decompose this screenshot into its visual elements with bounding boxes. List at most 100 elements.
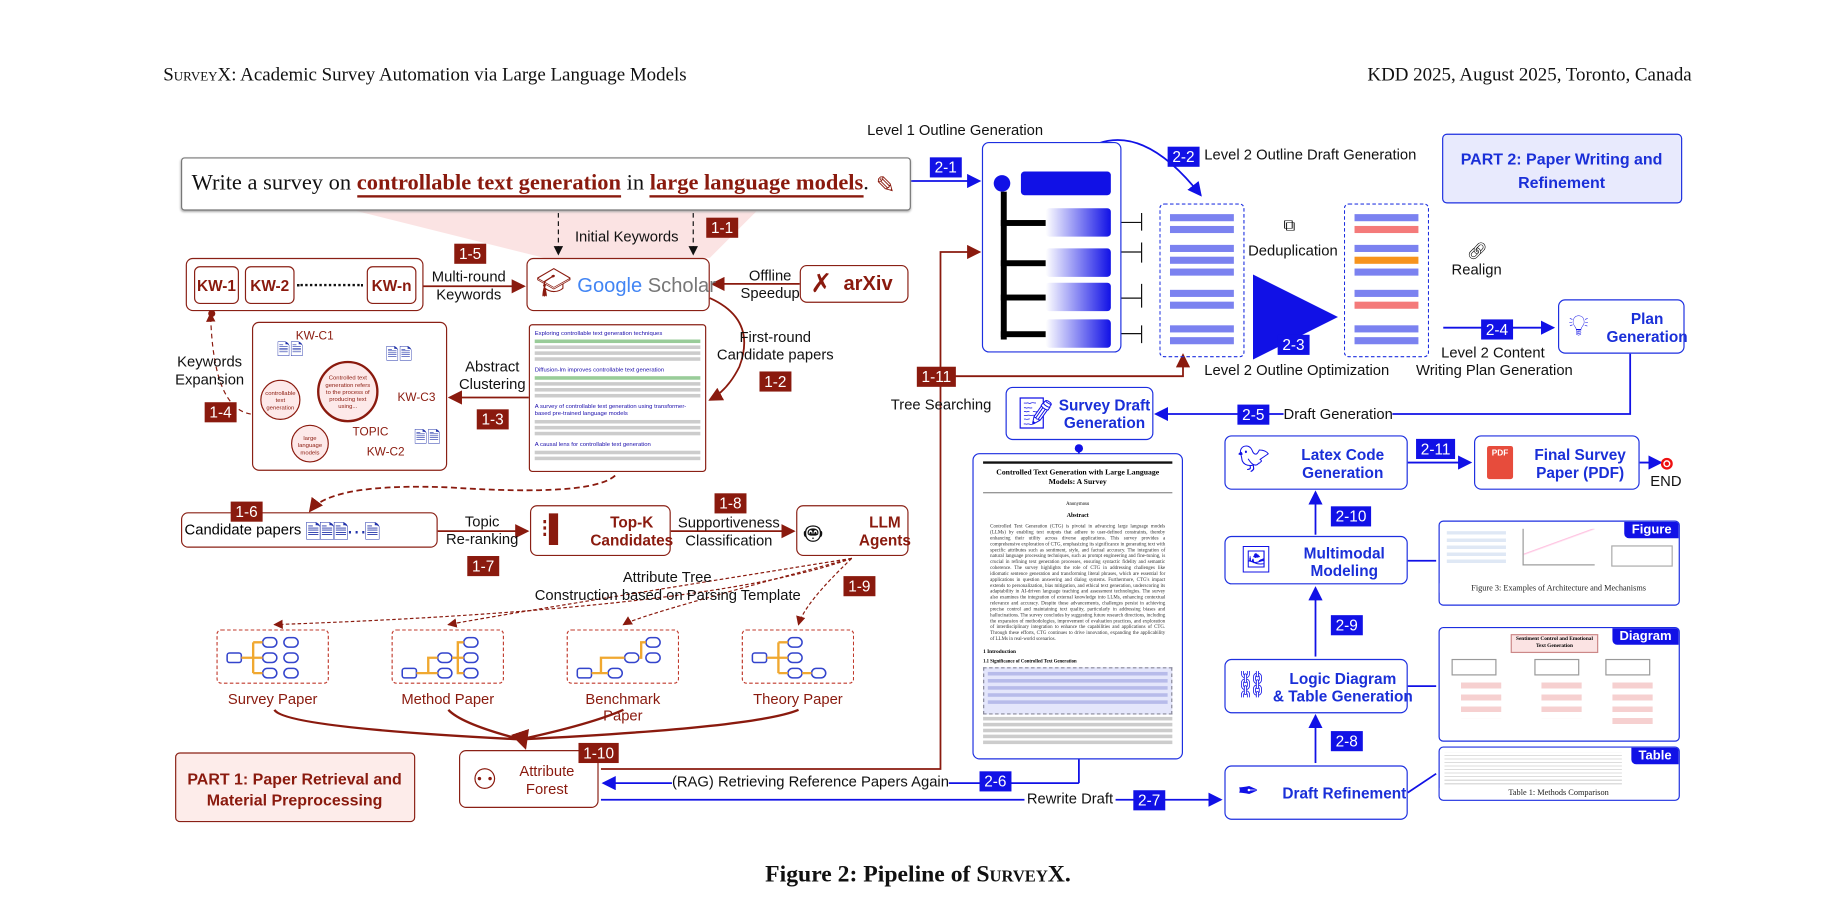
step-badge-2-11: 2-11 (1416, 438, 1456, 460)
label-line: Re-ranking (445, 531, 519, 548)
label-line: Candidates (590, 531, 674, 549)
step-badge-2-10: 2-10 (1330, 506, 1372, 527)
label-line: Paper (PDF) (1536, 463, 1625, 482)
step-badge-1-5: 1-5 (454, 243, 486, 264)
label-line: Keywords (177, 353, 243, 371)
diagram-example-panel: Diagram Sentiment Control and Emotional … (1438, 626, 1680, 742)
step-badge-1-6: 1-6 (230, 501, 263, 522)
doc-intro-heading: 1 Introduction (983, 648, 1016, 655)
survey-paper-template (216, 629, 329, 684)
label-line: Logic Diagram (1289, 669, 1397, 688)
section-node (1045, 282, 1111, 312)
prompt-highlight-topic: controllable text generation (356, 170, 622, 198)
end-label: END (1650, 473, 1682, 490)
running-title: SurveyX: Academic Survey Automation via … (163, 65, 686, 86)
step-badge-2-9: 2-9 (1330, 615, 1363, 636)
step-badge-1-11: 1-11 (916, 366, 956, 387)
topic-bubble: Controlled text generation refers to the… (317, 360, 379, 423)
draft-generation-label: Draft Generation (1283, 405, 1393, 424)
keyword-kw-n: KW-n (366, 266, 417, 305)
prompt-part: Write a survey on (191, 170, 357, 196)
step-badge-2-7: 2-7 (1133, 790, 1166, 811)
part1-title-box: PART 1: Paper Retrieval and Material Pre… (175, 752, 416, 823)
search-result-title[interactable]: A survey of controllable text generation… (534, 403, 687, 418)
prompt-part: in (621, 170, 650, 196)
lightbulb-icon: 💡︎ (1568, 309, 1589, 342)
section-node (1045, 248, 1111, 277)
search-result-title[interactable]: Diffusion-lm improves controllable text … (534, 366, 665, 374)
pdf-icon: PDF (1487, 445, 1514, 480)
label-line: Forest (525, 780, 568, 798)
prompt-funnel (354, 210, 758, 258)
step-badge-2-4: 2-4 (1481, 319, 1513, 340)
label-line: Plan (1630, 309, 1664, 328)
google-scholar-box: 🎓︎ Google Scholar (526, 257, 716, 312)
image-icon: 🖼︎ (1239, 544, 1273, 574)
deduplication-label: Deduplication (1248, 242, 1338, 260)
link-icon: 🔗︎ (1466, 241, 1488, 261)
flowchart-icon: ⛓︎ (1235, 669, 1269, 700)
venue: KDD 2025, August 2025, Toronto, Canada (1367, 65, 1692, 86)
table-tag: Table (1631, 747, 1679, 765)
method-paper-template (391, 629, 504, 684)
candidate-papers-box: Candidate papers 🗎🗎🗎⋯🗎 (180, 512, 438, 548)
caption-system-name: SurveyX (976, 861, 1065, 888)
prompt-input[interactable]: Write a survey on controllable text gene… (180, 157, 911, 211)
label-line: Speedup (740, 285, 800, 302)
label-line: Offline (748, 267, 792, 284)
method-paper-label: Method Paper (401, 690, 495, 708)
step-badge-1-2: 1-2 (759, 371, 792, 392)
label-line: Expansion (175, 371, 245, 389)
step-badge-1-1: 1-1 (706, 217, 738, 238)
robot-icon: 🤖︎ (804, 518, 822, 551)
arxiv-x-icon: ✗ (810, 268, 833, 299)
level2-optimization-label: Level 2 Outline Optimization (1204, 361, 1390, 379)
search-result-title[interactable]: Exploring controllable text generation t… (534, 330, 663, 338)
draft-refinement-label: Draft Refinement (1282, 784, 1407, 803)
label-line: First-round (739, 328, 812, 346)
label-line: Attribute Tree (622, 569, 712, 586)
label-line: Generation (1606, 327, 1688, 346)
step-badge-1-4: 1-4 (204, 402, 237, 423)
prompt-highlight-domain: large language models (649, 170, 864, 198)
label-line: Writing Plan Generation (1416, 361, 1573, 379)
label-line: Attribute (519, 763, 575, 780)
figure-caption-main: Figure 2: Pipeline of SurveyX. (0, 861, 1836, 888)
part2-title-box: PART 2: Paper Writing and Refinement (1442, 133, 1683, 204)
magic-pen-icon: ✒︎ (1237, 776, 1260, 806)
step-badge-1-10: 1-10 (578, 742, 619, 764)
caption-suffix: . (1064, 861, 1071, 888)
logic-diagram-label: Logic Diagram& Table Generation (1273, 670, 1413, 705)
paper-title: : Academic Survey Automation via Large L… (231, 65, 687, 86)
label-line: Candidate papers (716, 346, 834, 364)
deduplication-icon: ⧉ (1283, 215, 1296, 235)
step-badge-1-8: 1-8 (714, 493, 747, 514)
label-line: Latex Code (1301, 445, 1385, 464)
theory-paper-label: Theory Paper (753, 690, 843, 708)
doc-abstract-heading: Abstract (1066, 513, 1089, 520)
document-stack-icon: 🗎🗎 (414, 427, 441, 446)
figure-caption: Figure 3: Examples of Architecture and M… (1439, 583, 1678, 593)
label-line: Multimodal (1303, 544, 1385, 562)
cluster-kw-c3: KW-C3 (397, 391, 436, 405)
rag-label: (RAG) Retrieving Reference Papers Again (671, 773, 949, 792)
survey-paper-label: Survey Paper (227, 690, 318, 708)
search-result-title[interactable]: A causal lens for controllable text gene… (534, 441, 651, 449)
dotted-arrow (296, 283, 364, 287)
candidate-papers-label: Candidate papers (184, 521, 302, 539)
label-line: Topic (464, 513, 500, 530)
keywords-box: KW-1 KW-2 KW-n (185, 257, 424, 312)
realign-label: Realign (1451, 261, 1502, 279)
diagram-root-node: Sentiment Control and Emotional Text Gen… (1510, 634, 1599, 654)
doc-author: Anonymous (1066, 500, 1090, 507)
